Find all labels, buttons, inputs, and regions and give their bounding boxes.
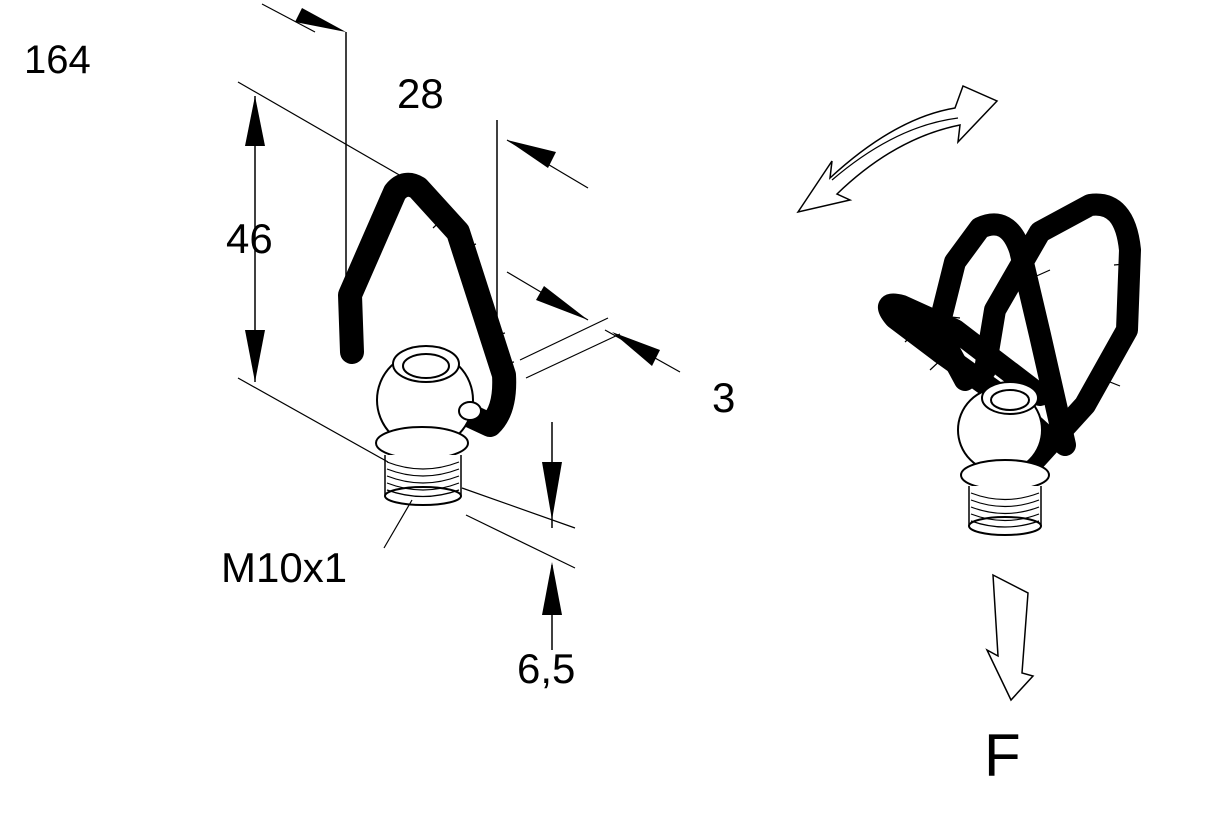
motion-view — [796, 84, 1141, 702]
height-arrow-bottom — [245, 330, 265, 382]
dimensioned-eyelet-view — [237, 3, 681, 650]
figure-number: 164 — [24, 38, 91, 82]
thread-length-label: 6,5 — [517, 645, 576, 692]
thread-arrow-bottom — [542, 562, 562, 615]
width-arrow-right — [507, 140, 556, 168]
height-arrow-top — [245, 96, 265, 146]
width-arrow-left — [295, 8, 346, 32]
eyelet-loop — [338, 172, 517, 437]
thread-label: M10x1 — [221, 544, 348, 591]
force-label: F — [984, 722, 1021, 789]
width-dimension-label: 28 — [397, 70, 444, 117]
dimension-arrows — [245, 8, 660, 650]
force-arrow — [985, 573, 1035, 702]
wire-arrow-right — [612, 332, 660, 366]
threaded-stud — [375, 426, 469, 506]
thread-arrow-top — [542, 462, 562, 520]
ball-joint — [376, 345, 482, 449]
swivel-arrow — [796, 84, 999, 214]
swivel-eyelet — [878, 193, 1141, 536]
wire-dimension-label: 3 — [712, 374, 736, 421]
height-dimension-label: 46 — [226, 215, 273, 262]
wire-arrow-left — [536, 286, 588, 320]
